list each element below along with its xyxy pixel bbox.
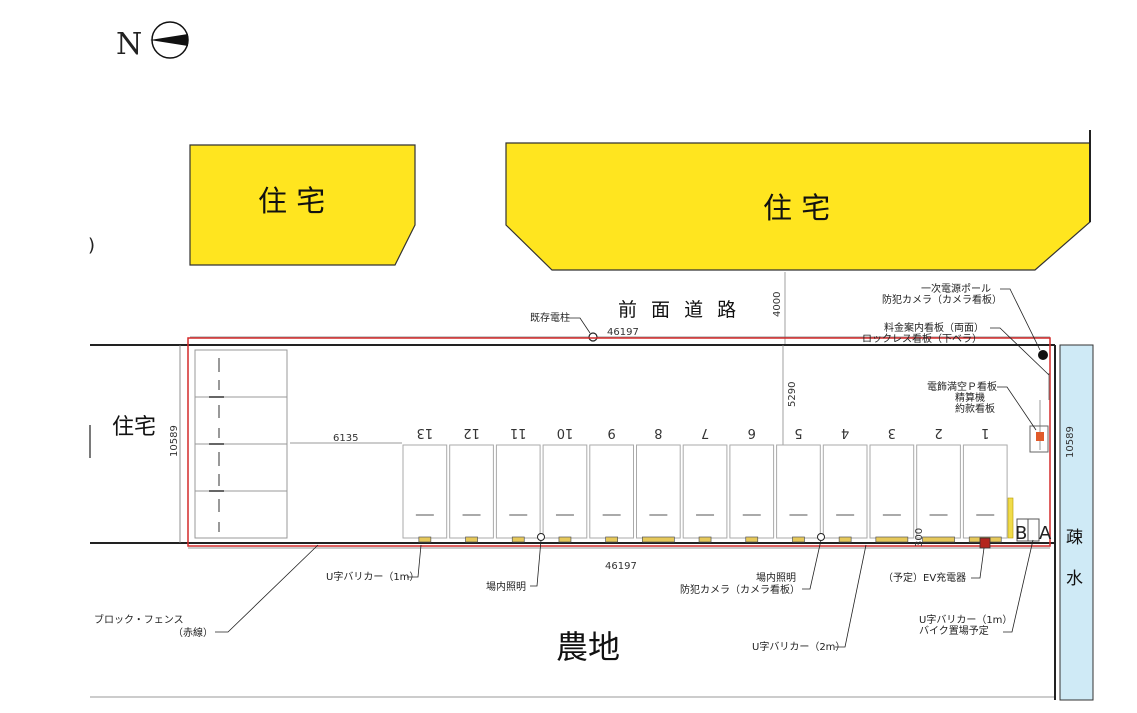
- bike-slot-a: A: [1039, 523, 1052, 544]
- depth-left-dim: 10589: [169, 425, 180, 457]
- lane-dim: 5290: [787, 382, 798, 407]
- ev-charger-label: （予定）EV充電器: [883, 571, 966, 584]
- u-barrier-icon: [745, 536, 759, 543]
- parking-stall: [682, 444, 728, 539]
- camera-bottom-label: 防犯カメラ（カメラ看板）: [680, 583, 800, 596]
- u-barrier-icon: [698, 536, 712, 543]
- parking-stall: [962, 444, 1008, 539]
- u-barrier-icon: [418, 536, 432, 543]
- power-pole-icon: [1038, 350, 1048, 360]
- u-barrier-bike-label-2: バイク置場予定: [919, 624, 989, 637]
- u-barrier-2m-label: U字バリカー（2m）: [752, 640, 845, 653]
- u-barrier-icon: [922, 536, 955, 543]
- full-sign-label: 電飾満空Ｐ看板: [927, 380, 997, 393]
- parking-stall: [776, 444, 821, 539]
- lockless-sign-label: ロックレス看板（下ベラ）: [862, 332, 982, 345]
- stall-number: 12: [463, 425, 480, 440]
- stall-number: 5: [794, 425, 802, 440]
- stall-number: 2: [934, 425, 942, 440]
- pay-machine-label: 精算機: [955, 391, 985, 404]
- fence-label-1: ブロック・フェンス: [94, 613, 184, 626]
- waterway: [1059, 344, 1094, 701]
- north-arrow-icon: N: [116, 21, 189, 62]
- u-barrier-icon: [875, 536, 909, 543]
- paren-mark: ): [88, 235, 95, 256]
- parking-stall: [916, 444, 961, 539]
- parking-stall: [869, 444, 915, 539]
- fence-label-2: （赤線）: [173, 626, 213, 639]
- power-pole-label: 一次電源ポール: [921, 282, 991, 295]
- sign-icon: [1036, 432, 1044, 441]
- parking-stalls: 13 12 11 10 9 8 7 6 5 4 3 2 1: [402, 425, 1008, 543]
- lighting-label-1: 場内照明: [486, 580, 526, 593]
- fee-sign-label: 料金案内看板（両面）: [884, 321, 984, 334]
- terms-sign-label: 約款看板: [955, 402, 995, 415]
- stall-number: 10: [557, 425, 574, 440]
- parking-stall: [495, 444, 541, 539]
- bike-barrier-icon: [1007, 497, 1014, 539]
- bike-slot-b: B: [1015, 523, 1027, 544]
- camera-sign-top-label: 防犯カメラ（カメラ看板）: [882, 293, 1002, 306]
- depth-right-dim: 10589: [1065, 426, 1076, 458]
- u-barrier-icon: [641, 536, 675, 543]
- site-boundary: [187, 337, 1051, 547]
- bottom-length-dim: 46197: [605, 561, 637, 572]
- house-label-left: 住宅: [112, 415, 156, 440]
- parking-stall: [589, 444, 634, 539]
- lighting-label-2: 場内照明: [756, 571, 796, 584]
- parking-stall: [449, 444, 494, 539]
- gap-dim: 300: [914, 528, 925, 547]
- stall-number: 11: [510, 425, 527, 440]
- stall-number: 7: [701, 425, 709, 440]
- stall-number: 8: [654, 425, 662, 440]
- road-label: 前 面 道 路: [618, 299, 740, 321]
- waterway-label-bottom: 水: [1066, 569, 1083, 589]
- parking-stall: [822, 444, 868, 539]
- u-barrier-1m-label: U字バリカー（1m）: [326, 570, 419, 583]
- stall-number: 1: [981, 425, 989, 440]
- stall-number: 4: [841, 425, 849, 440]
- u-barrier-bike-label-1: U字バリカー（1m）: [919, 613, 1012, 626]
- house-block-upper-left: [189, 144, 416, 266]
- parking-stall: [402, 444, 448, 539]
- road-width-dim: 4000: [772, 292, 783, 317]
- stall-number: 9: [608, 425, 616, 440]
- stall-number: 3: [888, 425, 896, 440]
- parking-stall: [542, 444, 588, 539]
- u-barrier-icon: [792, 536, 805, 543]
- left-offset-dim: 6135: [333, 433, 358, 444]
- existing-pole-icon: [588, 332, 598, 342]
- lighting-icon: [537, 533, 545, 541]
- u-barrier-icon: [511, 536, 525, 543]
- u-barrier-icon: [838, 536, 852, 543]
- u-barrier-icon: [605, 536, 619, 543]
- existing-pole-label: 既存電柱: [530, 311, 570, 324]
- side-stalls: [194, 349, 288, 539]
- lighting-icon: [817, 533, 825, 541]
- house-label-upper-left: 住 宅: [258, 184, 325, 218]
- u-barrier-icon: [465, 536, 478, 543]
- top-length-dim: 46197: [607, 327, 639, 338]
- parking-stall: [729, 444, 775, 539]
- u-barrier-icon: [558, 536, 572, 543]
- north-letter: N: [116, 27, 142, 62]
- stall-number: 6: [748, 425, 756, 440]
- waterway-label-top: 疎: [1066, 528, 1083, 548]
- ev-charger-icon: [979, 537, 991, 549]
- house-label-upper-right: 住 宅: [763, 191, 830, 225]
- pay-machine-icon: [1029, 425, 1049, 453]
- parking-stall: [636, 444, 681, 539]
- stall-number: 13: [417, 425, 434, 440]
- field-label: 農地: [556, 628, 620, 666]
